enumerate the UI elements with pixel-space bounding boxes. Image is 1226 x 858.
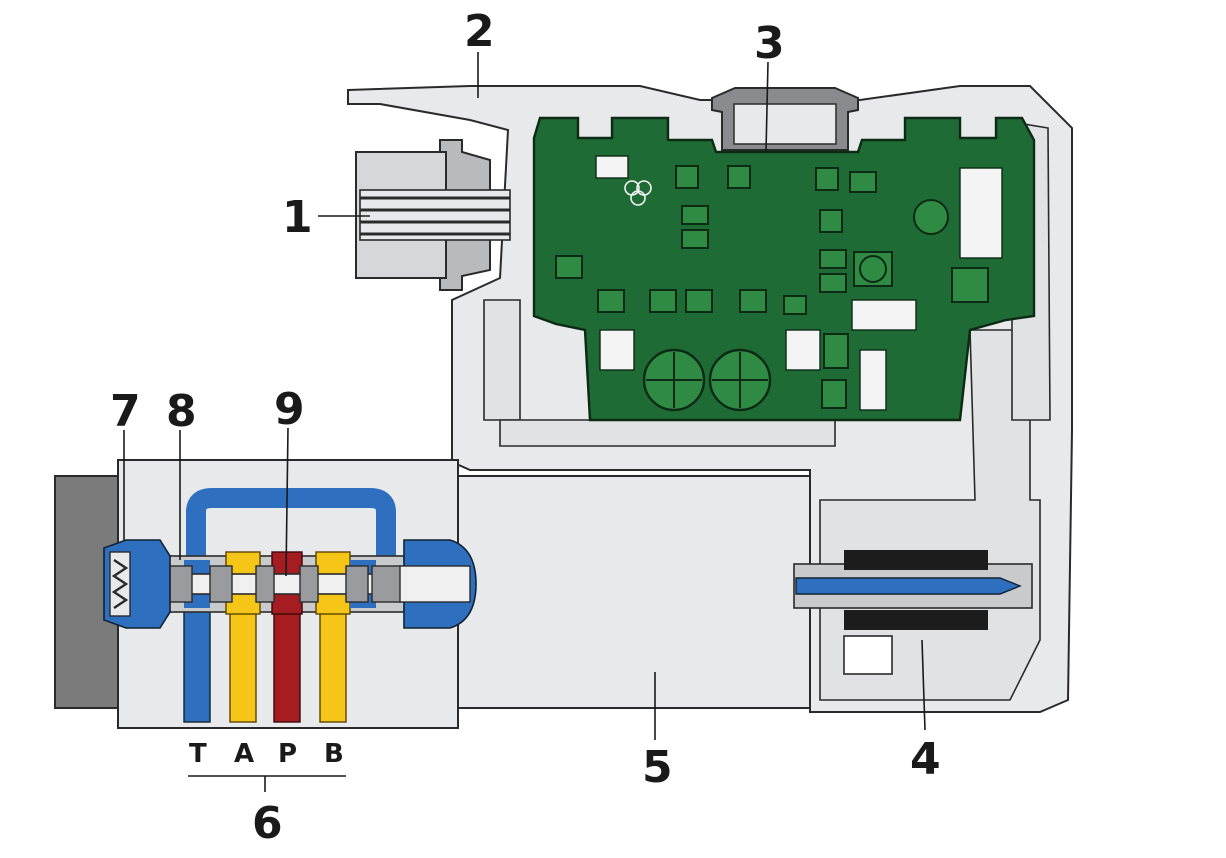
port-label-a: A bbox=[234, 739, 254, 769]
valve-body bbox=[54, 459, 811, 729]
callout-6: 6 bbox=[252, 798, 283, 849]
callout-9: 9 bbox=[274, 384, 305, 435]
port-label-t: T bbox=[189, 739, 207, 769]
callout-7: 7 bbox=[110, 386, 141, 437]
callout-4: 4 bbox=[910, 734, 941, 785]
callout-labels: 1 2 3 4 5 6 7 8 9 bbox=[110, 6, 941, 849]
connector-icon bbox=[355, 139, 511, 291]
port-label-b: B bbox=[324, 739, 344, 769]
spring-icon bbox=[103, 539, 171, 629]
right-end-seal bbox=[399, 539, 477, 629]
solenoid-coil-icon bbox=[793, 550, 1033, 675]
callout-2: 2 bbox=[464, 6, 495, 57]
callout-5: 5 bbox=[642, 742, 673, 793]
circuit-board-icon bbox=[532, 116, 1036, 422]
callout-1: 1 bbox=[282, 192, 313, 243]
callout-3: 3 bbox=[754, 18, 785, 69]
callout-8: 8 bbox=[166, 386, 197, 437]
spool-icon bbox=[131, 565, 473, 603]
leader-lines bbox=[123, 52, 926, 792]
port-label-p: P bbox=[278, 739, 297, 769]
port-labels: T A P B bbox=[189, 739, 344, 769]
